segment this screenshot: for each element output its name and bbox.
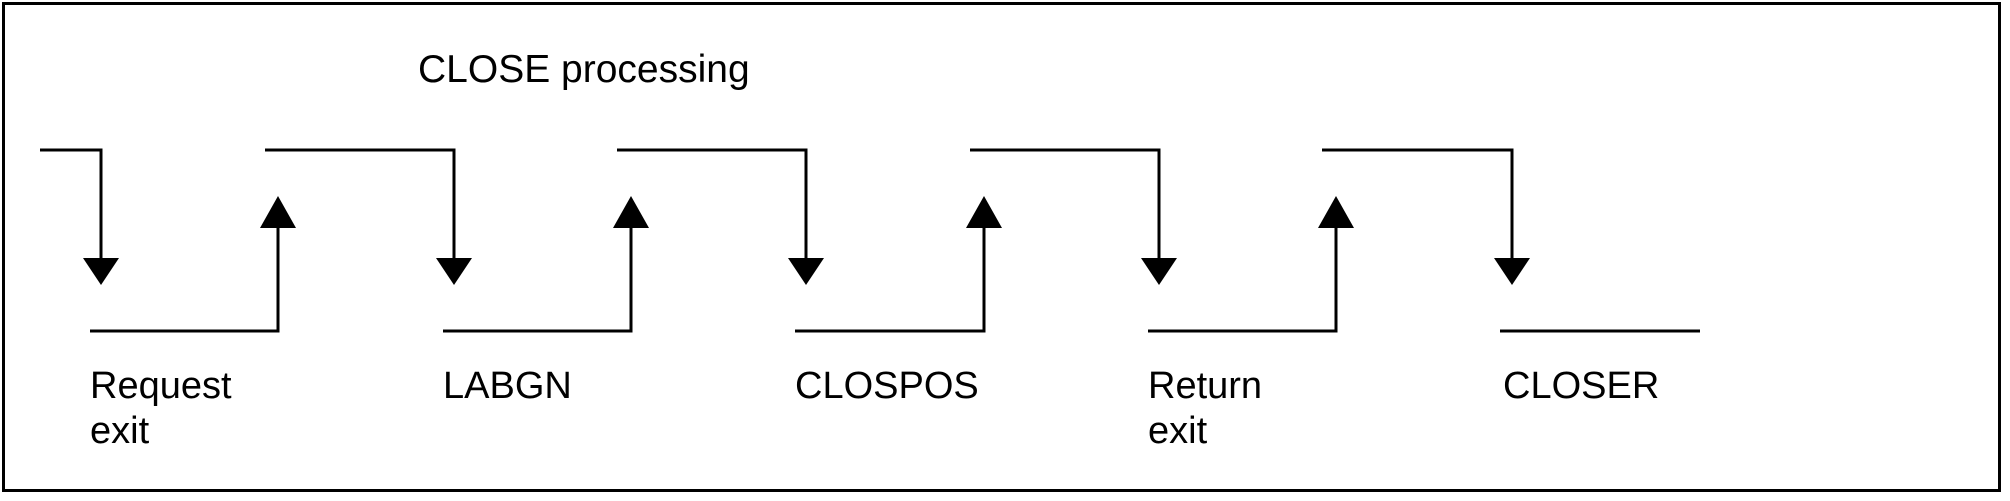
flow-return-4-path: [1148, 225, 1338, 333]
stage-label-labgn-line1: LABGN: [443, 365, 572, 407]
flow-descend-4-path: [970, 148, 1161, 262]
flow-descend-1: [40, 148, 119, 285]
arrow-up-3-icon: [966, 196, 1002, 228]
arrow-down-1-icon: [83, 258, 119, 285]
stage-label-return-exit-line2: exit: [1148, 410, 1208, 452]
stage-label-request-exit-line2: exit: [90, 410, 150, 452]
arrow-up-1-icon: [260, 196, 296, 228]
flow-return-2-path: [443, 225, 633, 333]
arrow-down-4-icon: [1141, 258, 1177, 285]
flow-descend-1-path: [40, 148, 103, 262]
flow-return-1-path: [90, 225, 280, 333]
flow-descend-2-path: [265, 148, 456, 262]
flow-return-3-path: [795, 225, 986, 333]
arrow-down-5-icon: [1494, 258, 1530, 285]
stage-label-closer-line1: CLOSER: [1503, 365, 1659, 407]
stage-label-return-exit-line1: Return: [1148, 365, 1262, 407]
page-title: CLOSE processing: [418, 48, 750, 91]
figure-border: [2, 2, 2001, 492]
arrow-down-3-icon: [788, 258, 824, 285]
stage-label-clospos-line1: CLOSPOS: [795, 365, 979, 407]
flow-descend-3: [617, 148, 824, 285]
flow-descend-5: [1322, 148, 1530, 285]
arrow-up-4-icon: [1318, 196, 1354, 228]
flow-descend-3-path: [617, 148, 808, 262]
arrow-up-2-icon: [613, 196, 649, 228]
stage-label-request-exit-line1: Request: [90, 365, 232, 407]
flow-descend-2: [265, 148, 472, 285]
arrow-down-2-icon: [436, 258, 472, 285]
flow-descend-4: [970, 148, 1177, 285]
flow-descend-5-path: [1322, 148, 1514, 262]
